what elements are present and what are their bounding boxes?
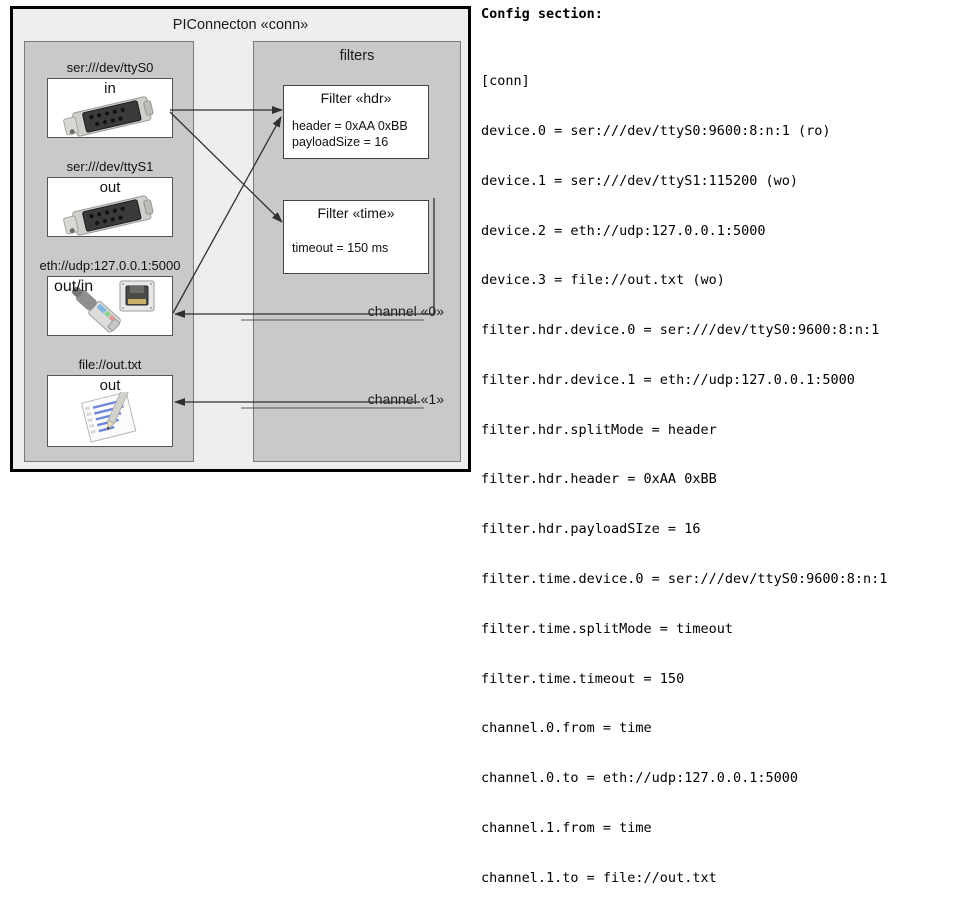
- device-box[interactable]: out/in: [47, 276, 173, 336]
- config-line: channel.0.to = eth://udp:127.0.0.1:5000: [481, 770, 798, 787]
- device-box[interactable]: out: [47, 375, 173, 447]
- filter-property: header = 0xAA 0xBB: [292, 119, 408, 133]
- serial-port-icon: [63, 96, 154, 137]
- device-box[interactable]: out: [47, 177, 173, 237]
- devices-panel: ser:///dev/ttyS0 in: [24, 41, 194, 462]
- filter-node-time[interactable]: Filter «time» timeout = 150 ms: [283, 200, 429, 274]
- filter-title: Filter «hdr»: [320, 90, 392, 106]
- device-label: ser:///dev/ttyS0: [66, 60, 154, 75]
- diagram-root: PIConnecton «conn» ser:///dev/ttyS0 in: [10, 6, 887, 886]
- serial-port-icon: [63, 195, 154, 236]
- config-line: filter.time.timeout = 150: [481, 670, 685, 687]
- document-pencil-icon: [80, 392, 137, 443]
- device-box[interactable]: in: [47, 78, 173, 138]
- filter-property: payloadSize = 16: [292, 135, 389, 149]
- config-line: filter.hdr.header = 0xAA 0xBB: [481, 471, 717, 488]
- config-line: filter.hdr.payloadSIze = 16: [481, 521, 701, 538]
- config-line: filter.hdr.device.1 = eth://udp:127.0.0.…: [481, 371, 855, 388]
- config-line: device.2 = eth://udp:127.0.0.1:5000: [481, 222, 766, 239]
- config-line: filter.hdr.splitMode = header: [481, 421, 717, 438]
- config-line: channel.1.from = time: [481, 819, 652, 836]
- filters-panel-title: filters: [339, 48, 375, 64]
- config-text: [conn] device.0 = ser:///dev/ttyS0:9600:…: [481, 40, 959, 919]
- ethernet-jack-icon: [71, 280, 155, 333]
- config-section: Config section: [conn] device.0 = ser://…: [481, 6, 959, 919]
- config-line: device.1 = ser:///dev/ttyS1:115200 (wo): [481, 172, 798, 189]
- config-line: channel.0.from = time: [481, 720, 652, 737]
- config-line: filter.time.splitMode = timeout: [481, 620, 733, 637]
- config-heading: Config section:: [481, 6, 603, 22]
- filter-node-hdr[interactable]: Filter «hdr» header = 0xAA 0xBB payloadS…: [283, 85, 429, 159]
- config-line: device.0 = ser:///dev/ttyS0:9600:8:n:1 (…: [481, 122, 831, 139]
- diagram-title: PIConnecton «conn»: [172, 17, 309, 33]
- config-line: filter.time.device.0 = ser:///dev/ttyS0:…: [481, 571, 888, 587]
- channel-label-1: channel «1»: [367, 391, 444, 407]
- device-io-label: out/in: [54, 278, 94, 295]
- config-line: [conn]: [481, 73, 530, 90]
- device-io-label: in: [104, 80, 116, 97]
- device-io-label: out: [99, 179, 121, 196]
- filter-property: timeout = 150 ms: [292, 241, 389, 255]
- filter-title: Filter «time»: [317, 205, 395, 221]
- connector-diagram-frame: PIConnecton «conn» ser:///dev/ttyS0 in: [10, 6, 471, 472]
- device-label: file://out.txt: [78, 357, 142, 372]
- config-line: device.3 = file://out.txt (wo): [481, 272, 725, 289]
- channel-label-0: channel «0»: [367, 303, 444, 319]
- device-io-label: out: [99, 377, 121, 394]
- device-label: eth://udp:127.0.0.1:5000: [39, 258, 181, 273]
- config-line: filter.hdr.device.0 = ser:///dev/ttyS0:9…: [481, 322, 880, 339]
- filters-panel: filters Filter «hdr» header = 0xAA 0xBB …: [253, 41, 461, 462]
- device-label: ser:///dev/ttyS1: [66, 159, 154, 174]
- config-line: channel.1.to = file://out.txt: [481, 869, 717, 886]
